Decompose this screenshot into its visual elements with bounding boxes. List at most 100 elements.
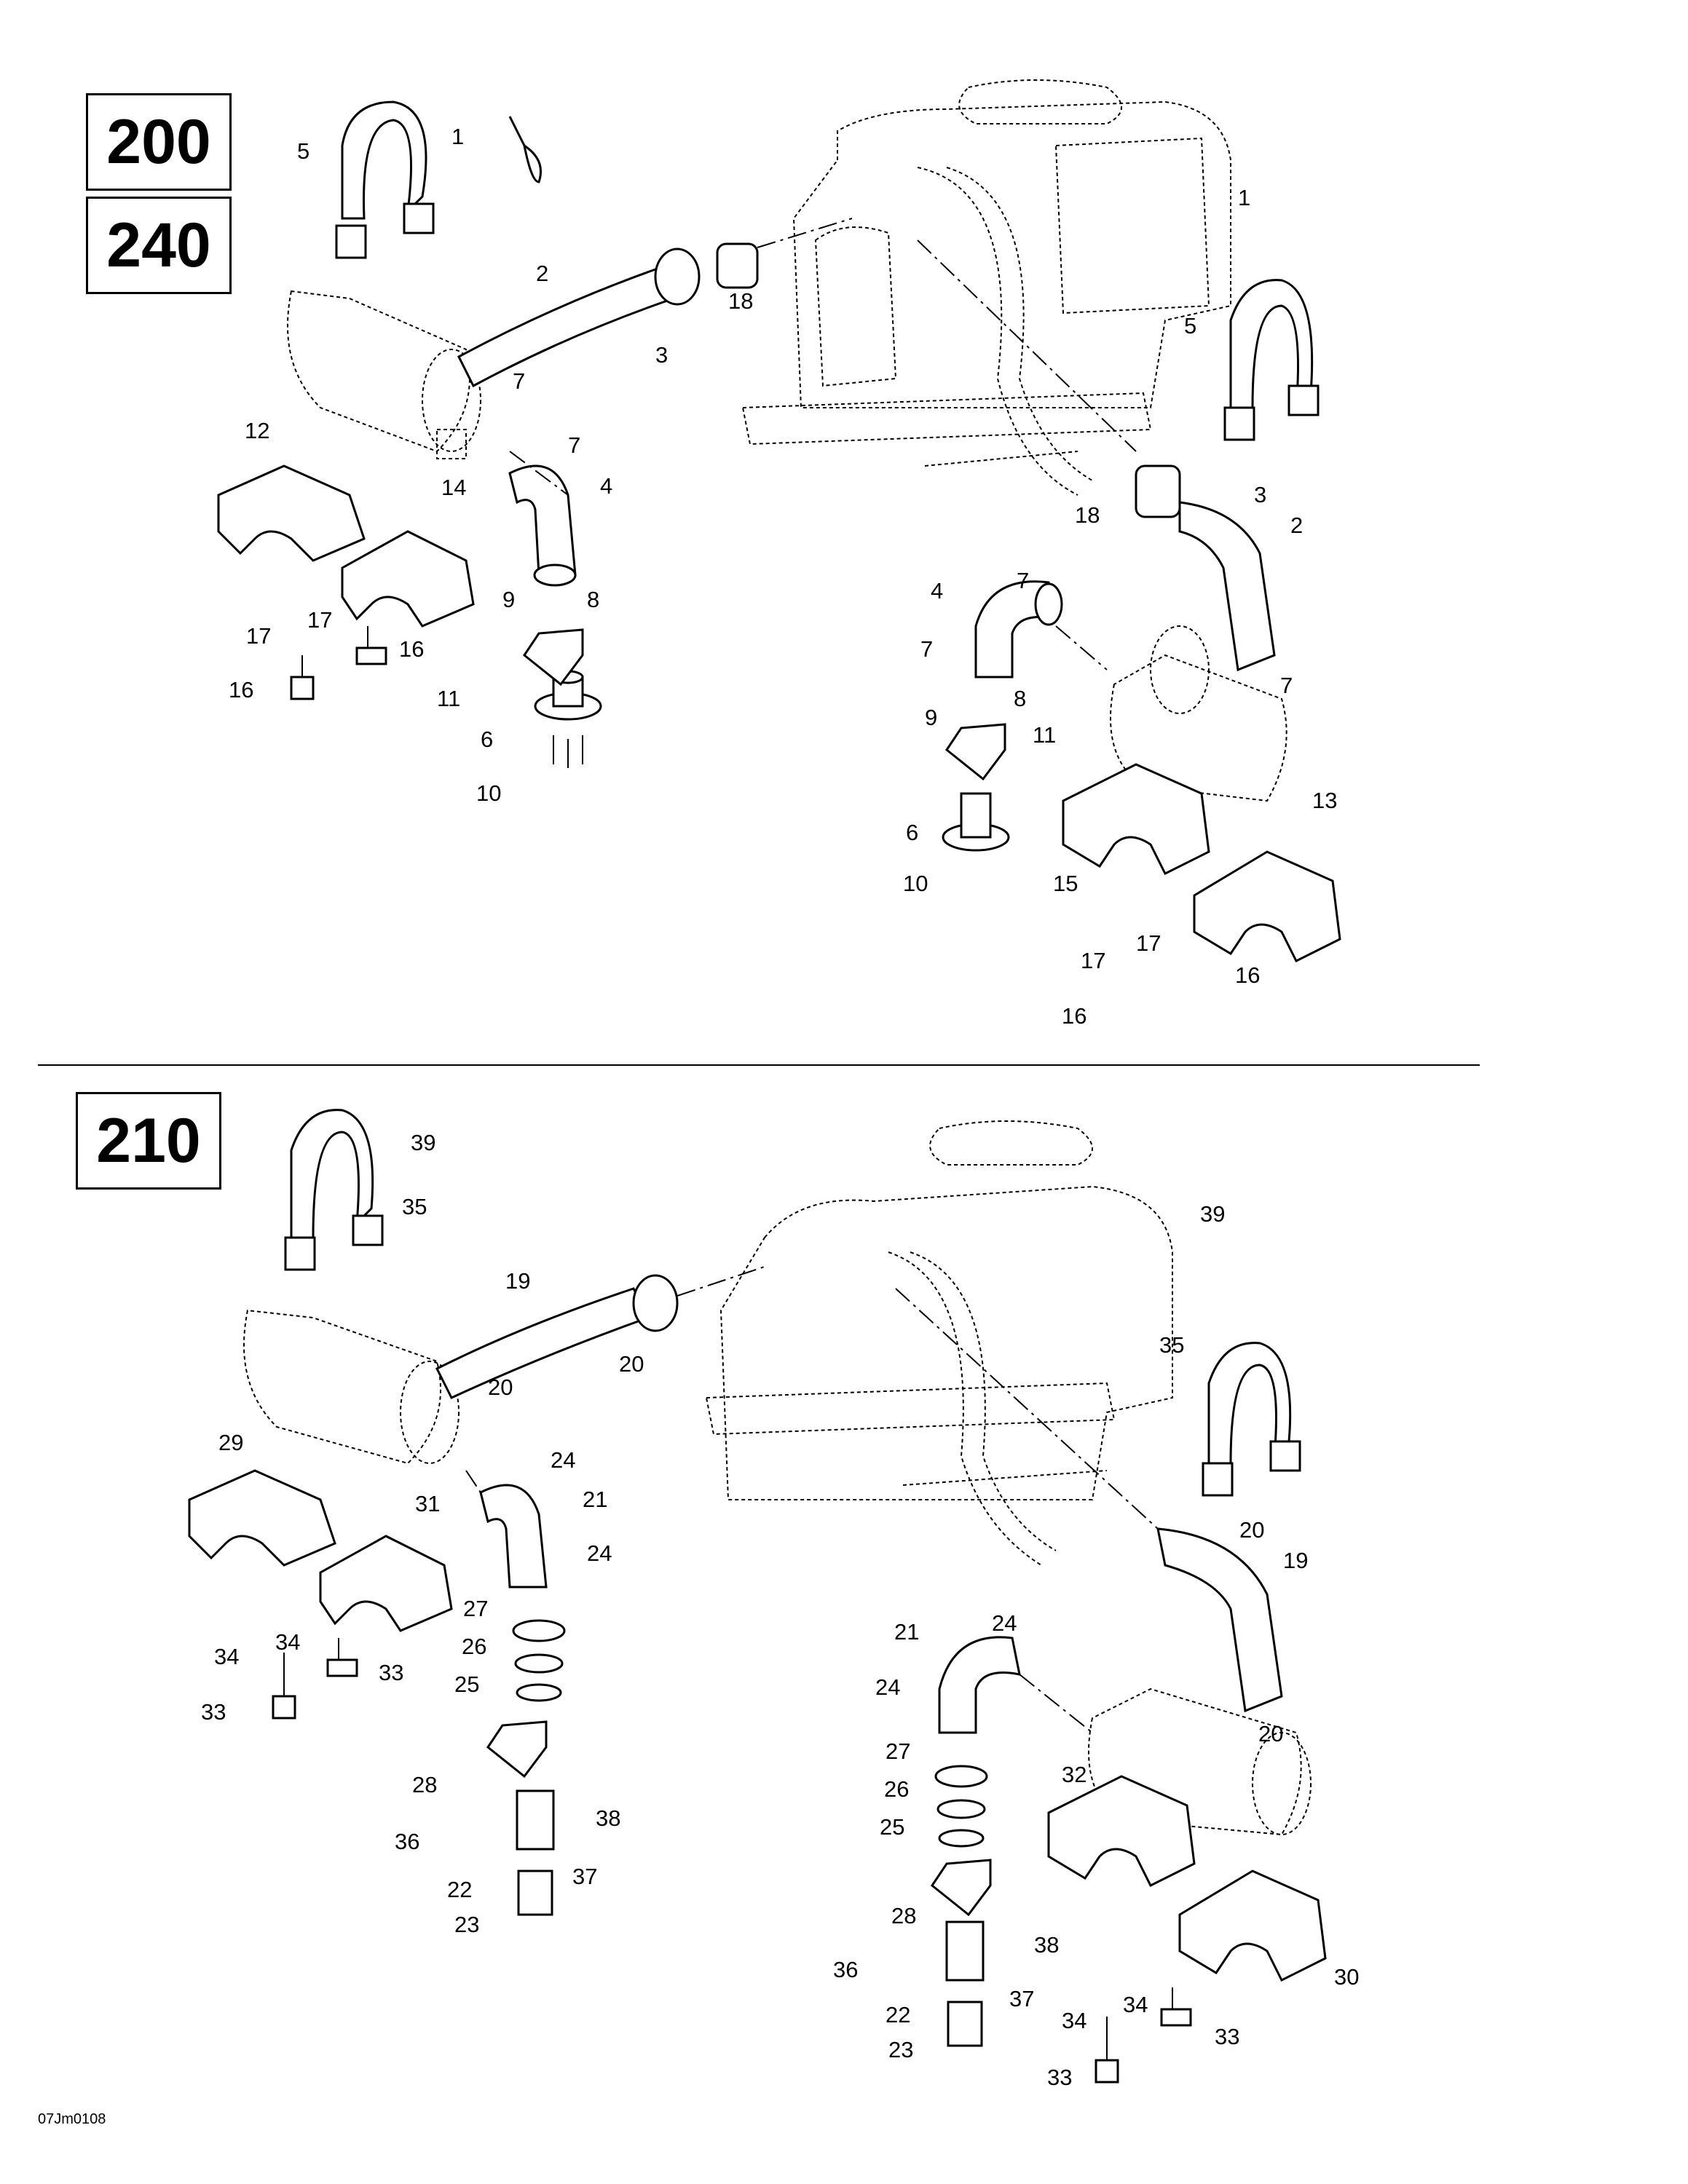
model-badge-210: 210 — [76, 1092, 221, 1190]
callout-38: 38 — [1034, 1932, 1060, 1958]
callout-16: 16 — [1062, 1003, 1087, 1029]
callout-30: 30 — [1334, 1964, 1360, 1990]
callout-17: 17 — [1136, 930, 1162, 956]
callout-34: 34 — [275, 1629, 301, 1655]
callout-6: 6 — [481, 727, 494, 752]
muffler-top-right — [1110, 625, 1287, 802]
callout-22: 22 — [447, 1877, 473, 1902]
drawing-code: 07Jm0108 — [38, 2111, 106, 2127]
sleeve-22-bottom-left — [516, 1789, 555, 1851]
heat-shield-31 — [319, 1535, 453, 1632]
callout-5: 5 — [297, 138, 310, 164]
hose-19-bottom-right — [1156, 1527, 1283, 1713]
heat-shield-29 — [188, 1469, 336, 1567]
callout-10: 10 — [903, 871, 928, 896]
callout-25: 25 — [880, 1814, 905, 1840]
callout-38: 38 — [596, 1805, 621, 1831]
callout-9: 9 — [925, 705, 938, 730]
callout-29: 29 — [218, 1430, 244, 1455]
callout-19: 19 — [505, 1268, 531, 1294]
callout-34: 34 — [1123, 1992, 1148, 2017]
callout-35: 35 — [1159, 1332, 1185, 1358]
callout-4: 4 — [600, 473, 613, 499]
callout-7: 7 — [568, 432, 581, 458]
callout-14: 14 — [441, 475, 467, 500]
callout-23: 23 — [888, 2037, 914, 2062]
callout-33: 33 — [201, 1699, 226, 1725]
callout-11: 11 — [1033, 722, 1057, 748]
section-divider — [38, 1064, 1480, 1066]
callout-33: 33 — [1047, 2065, 1073, 2090]
callout-9: 9 — [502, 587, 516, 612]
tube-23-bottom-left — [517, 1870, 553, 1916]
callout-16: 16 — [399, 636, 425, 662]
callout-24: 24 — [875, 1674, 901, 1700]
callout-17: 17 — [1081, 948, 1106, 973]
callout-20: 20 — [1258, 1721, 1284, 1746]
callout-13: 13 — [1312, 788, 1338, 813]
callout-1: 1 — [1238, 185, 1251, 210]
heat-shield-14 — [341, 530, 475, 628]
callout-26: 26 — [462, 1634, 487, 1659]
heat-shield-32 — [1047, 1775, 1196, 1888]
callout-15: 15 — [1053, 871, 1078, 896]
callout-24: 24 — [992, 1610, 1017, 1636]
callout-20: 20 — [488, 1374, 513, 1400]
callout-39: 39 — [1200, 1201, 1226, 1227]
callout-21: 21 — [894, 1619, 920, 1645]
callout-3: 3 — [655, 342, 669, 368]
engine-phantom-top — [741, 79, 1231, 496]
sleeve-22-bottom-right — [945, 1920, 985, 1982]
muffler-top-left — [287, 290, 481, 459]
callout-27: 27 — [463, 1596, 489, 1621]
callout-16: 16 — [1235, 962, 1261, 988]
hose-19-bottom-left — [435, 1287, 650, 1399]
callout-8: 8 — [1014, 686, 1027, 711]
heat-shield-13 — [1193, 850, 1341, 963]
callout-20: 20 — [1239, 1517, 1265, 1543]
callout-7: 7 — [513, 368, 526, 394]
callout-2: 2 — [536, 261, 549, 286]
heat-shield-30 — [1178, 1870, 1327, 1982]
callout-5: 5 — [1184, 313, 1197, 339]
muffler-bottom-right — [1088, 1688, 1312, 1836]
callout-28: 28 — [412, 1772, 438, 1797]
callout-23: 23 — [454, 1912, 480, 1937]
callout-39: 39 — [411, 1130, 436, 1155]
callout-20: 20 — [619, 1351, 644, 1377]
callout-7: 7 — [1280, 673, 1293, 698]
callout-19: 19 — [1283, 1548, 1309, 1573]
callout-31: 31 — [415, 1491, 441, 1516]
callout-36: 36 — [395, 1829, 420, 1854]
callout-22: 22 — [886, 2002, 911, 2027]
callout-25: 25 — [454, 1671, 480, 1697]
callout-12: 12 — [245, 418, 270, 443]
callout-24: 24 — [587, 1540, 612, 1566]
hose-2-top-right — [1178, 501, 1276, 672]
callout-3: 3 — [1254, 482, 1267, 507]
callout-33: 33 — [379, 1660, 404, 1685]
callout-18: 18 — [1075, 502, 1100, 528]
hose-2-top-left — [457, 268, 676, 388]
heat-shield-12 — [217, 464, 366, 562]
callout-28: 28 — [891, 1903, 917, 1928]
callout-32: 32 — [1062, 1762, 1087, 1787]
tube-23-bottom-right — [947, 2001, 983, 2047]
callout-34: 34 — [1062, 2008, 1087, 2033]
callout-35: 35 — [402, 1194, 427, 1219]
model-badge-240: 240 — [86, 197, 232, 294]
callout-18: 18 — [728, 288, 754, 314]
callout-10: 10 — [476, 780, 502, 806]
callout-37: 37 — [1009, 1986, 1035, 2011]
model-badge-200: 200 — [86, 93, 232, 191]
callout-34: 34 — [214, 1644, 240, 1669]
callout-33: 33 — [1215, 2024, 1240, 2049]
callout-17: 17 — [307, 607, 333, 633]
elbow-4-top-left — [508, 464, 577, 577]
callout-2: 2 — [1290, 513, 1304, 538]
callout-1: 1 — [451, 124, 465, 149]
elbow-21-bottom-left — [479, 1484, 548, 1588]
callout-16: 16 — [229, 677, 254, 703]
